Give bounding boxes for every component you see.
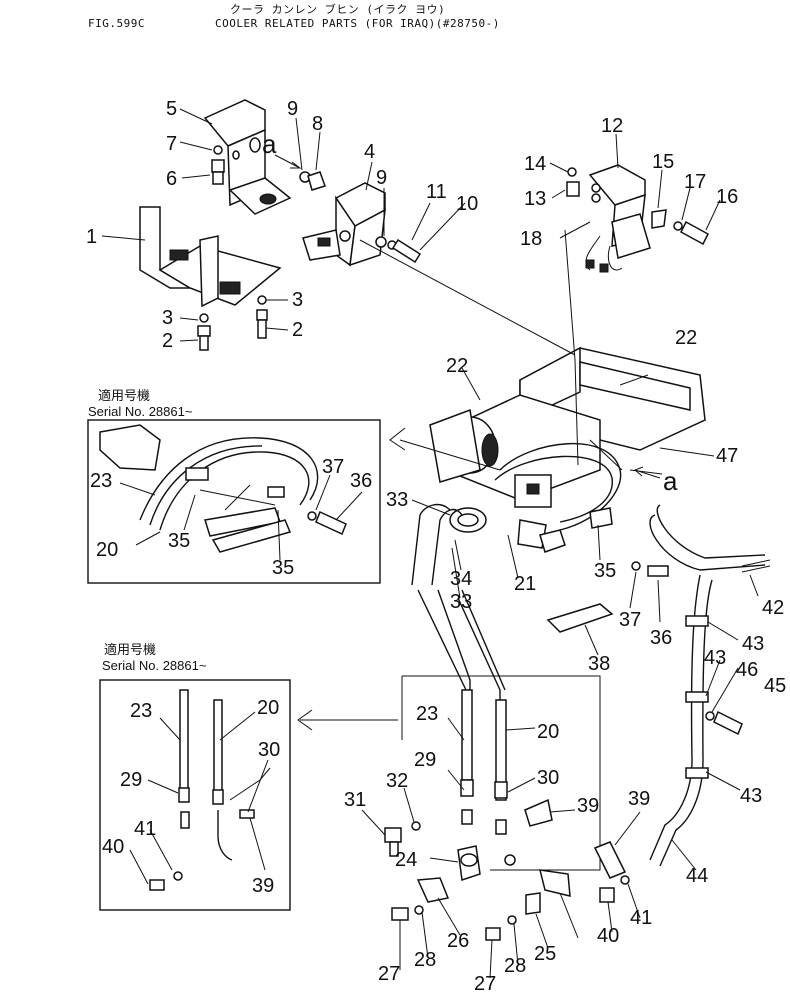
callout-5: 5 (166, 98, 177, 120)
callout-25: 25 (534, 943, 556, 965)
callout-37: 37 (322, 456, 344, 478)
callout-30: 30 (258, 739, 280, 761)
inset-2-serial-label: Serial No. 28861~ (102, 658, 207, 673)
callout-32: 32 (386, 770, 408, 792)
callout-3: 3 (292, 289, 303, 311)
callout-18: 18 (520, 228, 542, 250)
callout-11: 11 (426, 181, 447, 203)
svg-text:a: a (262, 129, 277, 159)
inset-2-jp-label: 適用号機 (104, 642, 156, 657)
inset-1-serial-label: Serial No. 28861~ (88, 404, 193, 419)
bracket-assembly-4 (302, 182, 386, 267)
inset-1-jp-label: 適用号機 (98, 388, 150, 403)
callout-7: 7 (166, 133, 177, 155)
callout-43: 43 (704, 647, 726, 669)
callout-33: 33 (450, 591, 472, 613)
arrow-inset-1 (389, 427, 501, 471)
callout-2: 2 (292, 319, 303, 341)
callout-9: 9 (376, 167, 387, 189)
bracket-assembly-5 (203, 99, 292, 215)
callout-1: 1 (86, 226, 97, 248)
callout-3: 3 (162, 307, 173, 329)
callout-36: 36 (350, 470, 372, 492)
bracket-assembly-1 (139, 206, 282, 308)
callout-41: 41 (134, 818, 156, 840)
hoses-main (411, 503, 506, 780)
japanese-title: クーラ カンレン ブヒン (イラク ヨウ) (230, 3, 446, 16)
callout-47: 47 (716, 445, 738, 467)
callout-27: 27 (474, 973, 496, 992)
callout-28: 28 (504, 955, 526, 977)
inset-1 (87, 419, 381, 584)
callout-20: 20 (257, 697, 279, 719)
callout-45: 45 (764, 675, 786, 697)
callout-23: 23 (90, 470, 112, 492)
callout-24: 24 (395, 849, 417, 871)
lower-center-parts (384, 561, 743, 941)
callout-39: 39 (577, 795, 599, 817)
callout-15: 15 (652, 151, 674, 173)
callout-6: 6 (166, 168, 177, 190)
callout-21: 21 (514, 573, 536, 595)
callout-16: 16 (716, 186, 738, 208)
callout-44: 44 (686, 865, 708, 887)
callout-39: 39 (252, 875, 274, 897)
callout-43: 43 (740, 785, 762, 807)
figure-title: COOLER RELATED PARTS (FOR IRAQ)(#28750-) (215, 17, 500, 30)
callout-30: 30 (537, 767, 559, 789)
callout-20: 20 (537, 721, 559, 743)
callout-17: 17 (684, 171, 706, 193)
callout-2: 2 (162, 330, 173, 352)
callout-22: 22 (446, 355, 468, 377)
callout-28: 28 (414, 949, 436, 971)
callout-35: 35 (272, 557, 294, 579)
callout-labels: 1 2 2 3 3 4 5 6 7 8 9 9 10 11 12 13 14 1… (86, 98, 786, 992)
callout-41: 41 (630, 907, 652, 929)
callout-46: 46 (736, 659, 758, 681)
fasteners-top-left (197, 145, 422, 351)
bracket-assembly-12 (566, 164, 709, 273)
callout-20: 20 (96, 539, 118, 561)
callout-40: 40 (597, 925, 619, 947)
drain-hose (649, 504, 771, 867)
callout-12: 12 (601, 115, 623, 137)
callout-10: 10 (456, 193, 478, 215)
callout-13: 13 (524, 188, 546, 210)
figure-number: FIG.599C (88, 17, 145, 30)
callout-35: 35 (168, 530, 190, 552)
callout-33: 33 (386, 489, 408, 511)
callout-35: 35 (594, 560, 616, 582)
callout-23: 23 (130, 700, 152, 722)
callout-22: 22 (675, 327, 697, 349)
callout-8: 8 (312, 113, 323, 135)
callout-29: 29 (414, 749, 436, 771)
callout-39: 39 (628, 788, 650, 810)
callout-14: 14 (524, 153, 546, 175)
callout-40: 40 (102, 836, 124, 858)
cooler-unit (429, 346, 706, 553)
callout-42: 42 (762, 597, 784, 619)
callout-26: 26 (447, 930, 469, 952)
callout-31: 31 (344, 789, 366, 811)
callout-9: 9 (287, 98, 298, 120)
callout-4: 4 (364, 141, 375, 163)
callout-38: 38 (588, 653, 610, 675)
view-a-marker-right: a (634, 466, 678, 496)
callout-36: 36 (650, 627, 672, 649)
callout-23: 23 (416, 703, 438, 725)
pad-38 (546, 603, 614, 633)
leader-lines (101, 108, 759, 979)
svg-text:a: a (663, 466, 678, 496)
callout-37: 37 (619, 609, 641, 631)
callout-29: 29 (120, 769, 142, 791)
arrow-inset-2 (297, 709, 398, 731)
callout-34: 34 (450, 568, 472, 590)
callout-27: 27 (378, 963, 400, 985)
view-a-marker-top: a (262, 129, 302, 169)
callout-43: 43 (742, 633, 764, 655)
